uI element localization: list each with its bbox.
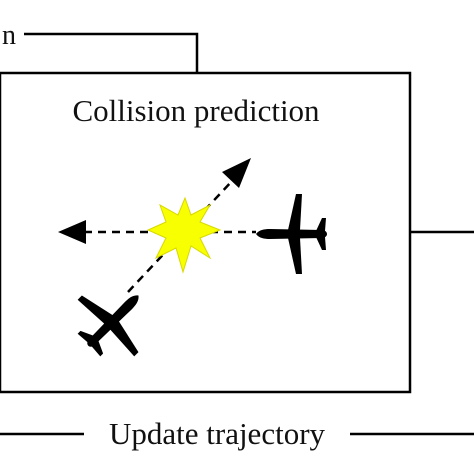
top-connector-line — [24, 32, 199, 73]
collision-star-icon — [146, 196, 222, 274]
bottom-feedback-connector: Update trajectory — [0, 416, 474, 451]
top-label-fragment: n — [2, 20, 16, 51]
bottom-label: Update trajectory — [109, 416, 326, 451]
airplane-west-icon — [256, 194, 327, 274]
arrowhead-left-icon — [58, 220, 86, 244]
arrowhead-upright-icon — [222, 158, 251, 188]
top-feedback-connector: n — [2, 20, 199, 73]
airplane-northeast-icon — [77, 295, 139, 357]
box-title: Collision prediction — [72, 93, 320, 128]
